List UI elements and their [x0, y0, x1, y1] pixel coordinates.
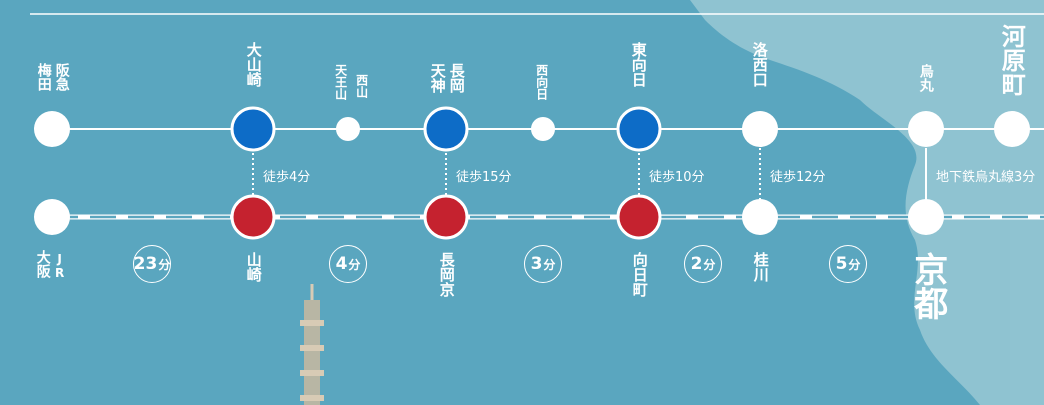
- station-label-osaka-2: JR: [52, 252, 67, 280]
- station-label-nishiyama: 西山: [354, 74, 369, 98]
- travel-time-num: 4: [335, 254, 348, 274]
- land-area: [690, 0, 1044, 405]
- walk-label-rakusai: 徒歩12分: [770, 170, 826, 185]
- walk-label-nagaoka: 徒歩15分: [456, 170, 512, 185]
- tower-illustration: [300, 284, 324, 405]
- station-dot-nagaoka-tenjin: [423, 106, 469, 152]
- station-dot-oyamazaki: [230, 106, 276, 152]
- station-label-osaka: 大阪: [34, 250, 51, 278]
- travel-time-unit: 分: [543, 257, 556, 272]
- travel-time-unit: 分: [348, 257, 361, 272]
- station-label-umeda-2: 阪急: [53, 63, 70, 91]
- station-label-yamazaki: 山崎: [244, 252, 263, 282]
- walk-label-muko: 徒歩10分: [649, 170, 705, 185]
- station-dot-yamazaki: [230, 194, 276, 240]
- station-dot-karasuma: [908, 111, 944, 147]
- station-label-oyamazaki: 大山崎: [244, 42, 263, 87]
- travel-time-num: 23: [133, 254, 158, 274]
- station-dot-kyoto: [908, 199, 944, 235]
- station-label-katsuragawa: 桂川: [751, 252, 770, 282]
- station-dot-rakusaiguchi: [742, 111, 778, 147]
- travel-time-num: 5: [835, 254, 848, 274]
- station-label-nagaoka-2: 天神: [428, 63, 447, 93]
- station-label-nagaoka: 長岡: [447, 63, 466, 93]
- station-label-higashimuko: 東向日: [629, 42, 648, 87]
- station-dot-nishimuko: [531, 117, 555, 141]
- station-dot-katsuragawa: [742, 199, 778, 235]
- walk-label-oyamazaki: 徒歩4分: [263, 170, 311, 185]
- station-label-kawaramachi: 河原町: [997, 24, 1026, 96]
- station-dot-mukomachi: [616, 194, 662, 240]
- station-dot-osaka: [34, 199, 70, 235]
- station-dot-kawaramachi: [994, 111, 1030, 147]
- station-label-kyoto: 京都: [907, 252, 948, 320]
- station-label-rakusaiguchi: 洛西口: [750, 42, 769, 87]
- station-label-nagaokakyo: 長岡京: [437, 252, 456, 297]
- station-label-nishimuko: 西向日: [534, 64, 549, 100]
- travel-time-unit: 分: [158, 257, 171, 272]
- station-label-nishiyama-2: 天王山: [333, 64, 348, 100]
- station-label-umeda: 梅田: [35, 63, 52, 91]
- station-dot-nagaokakyo: [423, 194, 469, 240]
- travel-time-unit: 分: [848, 257, 861, 272]
- subway-label: 地下鉄烏丸線3分: [936, 170, 1036, 185]
- station-label-karasuma: 烏丸: [917, 64, 934, 92]
- station-dot-nishiyama: [336, 117, 360, 141]
- travel-time-num: 2: [690, 254, 703, 274]
- travel-time-num: 3: [530, 254, 543, 274]
- station-label-mukomachi: 向日町: [630, 252, 649, 297]
- station-dot-higashimuko: [616, 106, 662, 152]
- travel-time-unit: 分: [703, 257, 716, 272]
- station-dot-umeda: [34, 111, 70, 147]
